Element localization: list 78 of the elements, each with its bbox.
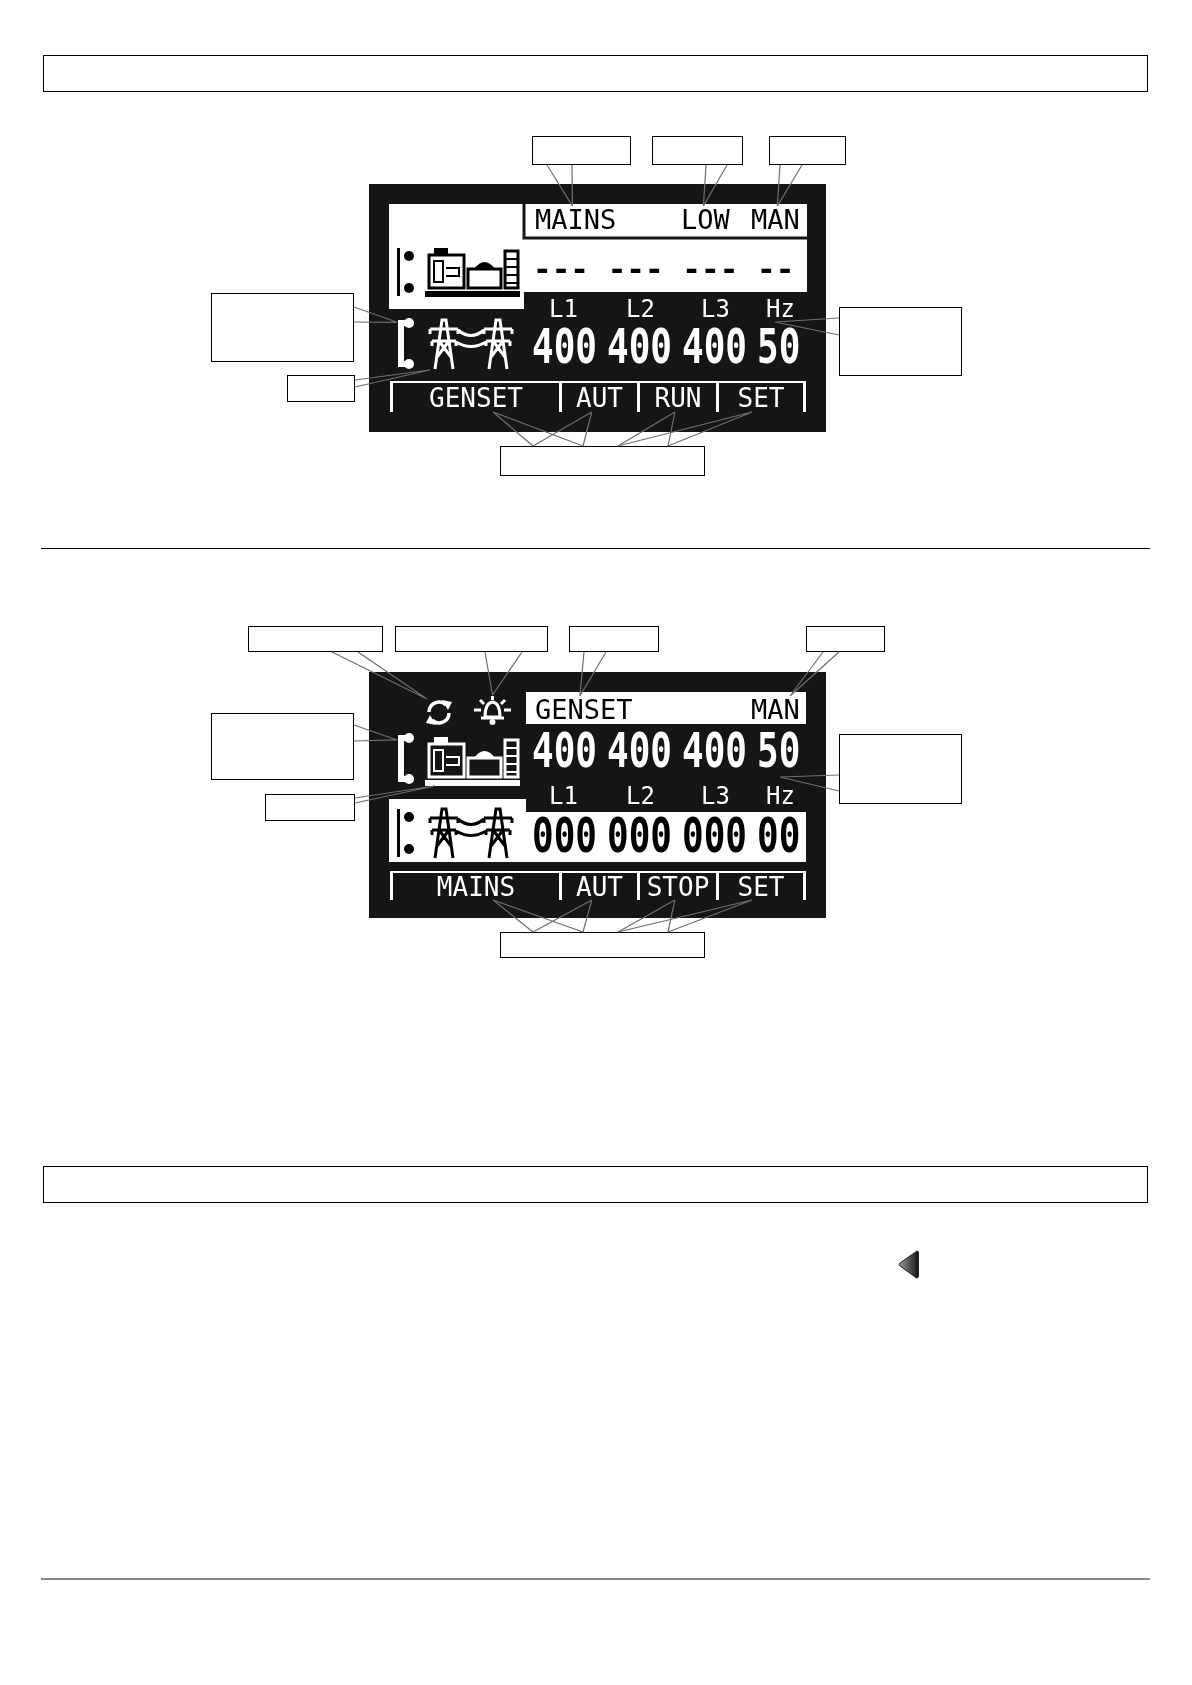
lcd-screen xyxy=(369,672,826,918)
callout-box xyxy=(652,136,743,165)
leader-line xyxy=(617,411,753,447)
heading-bar xyxy=(43,55,1148,92)
status-text: GENSET xyxy=(535,696,633,723)
callout-box xyxy=(569,626,659,652)
switch-icon xyxy=(397,732,415,785)
status-text: MAINS xyxy=(535,206,617,233)
leader-line xyxy=(779,774,840,792)
lcd-reading: 400 xyxy=(607,726,673,775)
softkey-tab: AUT xyxy=(559,381,637,412)
lcd-reading: 50 xyxy=(757,322,801,371)
leader-line xyxy=(774,317,840,336)
lcd-reading: --- --- --- -- xyxy=(533,254,795,285)
callout-box xyxy=(265,794,355,821)
rotating-arrows-icon xyxy=(424,699,454,726)
softkey-tab: AUT xyxy=(559,871,637,900)
lcd-label: L2 xyxy=(626,784,655,808)
lcd-label: Hz xyxy=(766,784,795,808)
leader-line xyxy=(579,651,607,697)
status-text: LOW xyxy=(681,206,730,233)
leader-line xyxy=(331,651,428,700)
leader-line xyxy=(532,411,593,447)
switch-icon xyxy=(397,317,415,370)
softkey-tab: GENSET xyxy=(390,381,559,412)
leader-line xyxy=(532,899,593,933)
status-text: MAN xyxy=(751,206,800,233)
leader-line xyxy=(776,164,803,207)
generator-icon xyxy=(425,735,520,786)
lcd-reading: 400 xyxy=(607,322,673,371)
lcd-label: L3 xyxy=(701,784,730,808)
callout-box xyxy=(839,734,962,804)
callout-box xyxy=(211,713,354,780)
leader-line xyxy=(492,899,584,933)
leader-line xyxy=(617,899,753,933)
lcd-reading: 000 xyxy=(532,811,598,860)
callout-box xyxy=(395,626,548,652)
leader-line xyxy=(353,306,398,323)
softkey-tab: SET xyxy=(716,871,806,900)
heading-bar xyxy=(43,1166,1148,1203)
lcd-screen xyxy=(369,184,826,432)
callout-box xyxy=(248,626,383,652)
leader-line xyxy=(354,369,431,388)
leader-line xyxy=(789,651,840,697)
softkey-tab: MAINS xyxy=(390,871,559,900)
leader-line xyxy=(353,724,398,742)
callout-box xyxy=(769,136,846,165)
lcd-reading: 000 xyxy=(607,811,673,860)
leader-line xyxy=(354,785,436,804)
softkey-tab: SET xyxy=(716,381,806,412)
leader-line xyxy=(484,651,523,696)
callout-box xyxy=(532,136,631,165)
callout-box xyxy=(211,293,354,362)
status-text: MAN xyxy=(751,696,800,723)
softkey-tab: RUN xyxy=(637,381,716,412)
lcd-reading: 000 xyxy=(682,811,748,860)
lcd-label: L2 xyxy=(626,297,655,321)
lcd-reading: 50 xyxy=(757,726,801,775)
leader-line xyxy=(492,411,584,447)
callout-box xyxy=(806,626,885,652)
lcd-reading: 400 xyxy=(532,322,598,371)
leader-line xyxy=(546,164,573,207)
lcd-reading: 400 xyxy=(682,322,748,371)
callout-box xyxy=(500,932,705,958)
lcd-label: L3 xyxy=(701,297,730,321)
leader-line xyxy=(617,899,676,933)
lcd-reading: 00 xyxy=(757,811,801,860)
callout-box xyxy=(839,307,962,376)
lcd-label: L1 xyxy=(549,784,578,808)
lcd-label: L1 xyxy=(549,297,578,321)
softkey-tab: STOP xyxy=(637,871,716,900)
leader-line xyxy=(617,411,676,447)
lcd-reading: 400 xyxy=(682,726,748,775)
leader-line xyxy=(702,164,728,207)
lcd-label: Hz xyxy=(766,297,795,321)
lcd-reading: 400 xyxy=(532,726,598,775)
callout-box xyxy=(500,446,705,476)
callout-box xyxy=(287,375,355,402)
